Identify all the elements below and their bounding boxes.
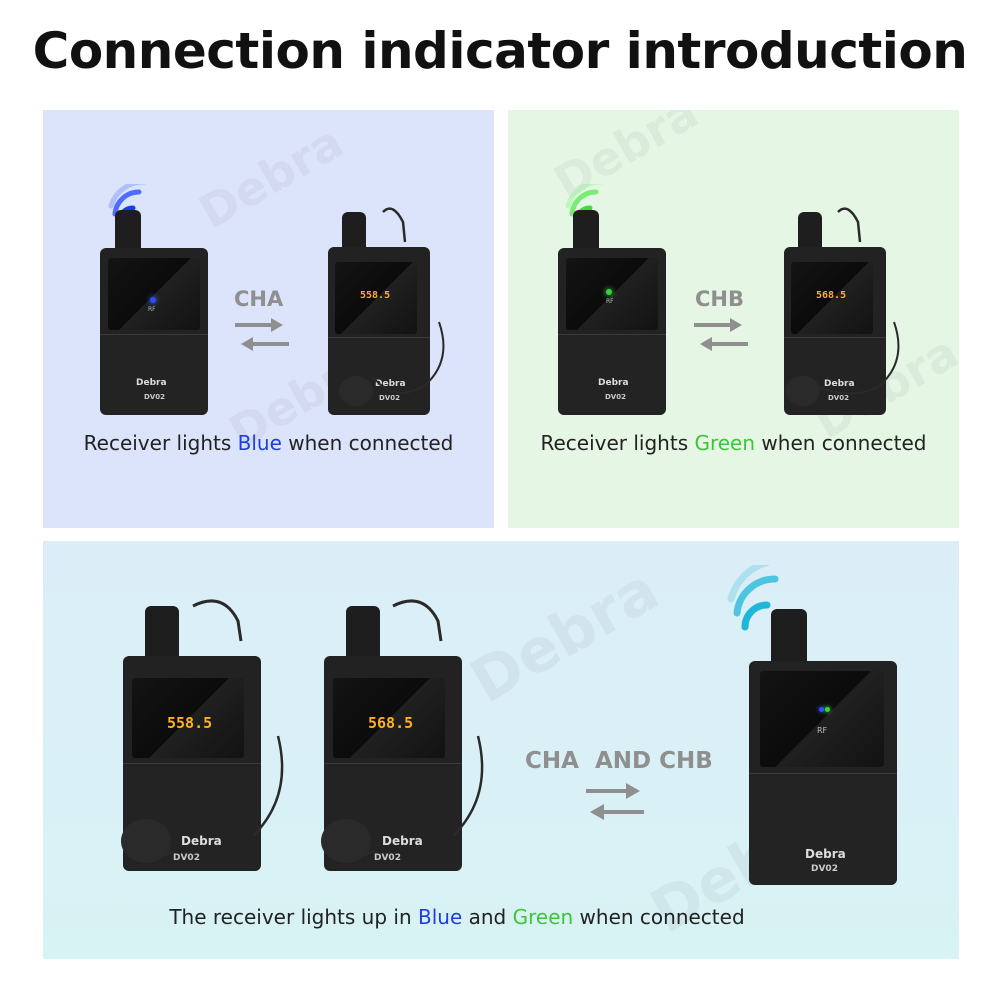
lavalier-cable bbox=[135, 599, 284, 858]
caption-color-word: Green bbox=[694, 431, 756, 455]
device-screen bbox=[566, 258, 658, 330]
rf-label: RF bbox=[817, 726, 828, 735]
receiver-device: RF Debra DV02 bbox=[749, 609, 897, 885]
model-label: DV02 bbox=[828, 394, 849, 402]
lavalier-cable bbox=[807, 207, 900, 395]
brand-logo: Debra bbox=[805, 847, 846, 861]
brand-logo: Debra bbox=[181, 834, 222, 848]
panel-chb: Debra Debra RF Debra DV02 CHB 568.5 Debr… bbox=[508, 110, 959, 528]
brand-logo: Debra bbox=[375, 379, 406, 389]
receiver-device: RF Debra DV02 bbox=[100, 210, 208, 415]
device-screen bbox=[333, 678, 445, 758]
brand-logo: Debra bbox=[824, 379, 855, 389]
device-screen bbox=[791, 262, 873, 334]
bidirectional-arrows-icon bbox=[694, 318, 748, 351]
brand-logo: Debra bbox=[382, 834, 423, 848]
model-label: DV02 bbox=[374, 853, 401, 863]
frequency-display: 558.5 bbox=[167, 714, 213, 732]
frequency-display: 568.5 bbox=[368, 714, 414, 732]
device-screen bbox=[132, 678, 244, 758]
rf-label: RF bbox=[148, 306, 156, 313]
antenna bbox=[573, 210, 599, 250]
model-label: DV02 bbox=[605, 393, 626, 401]
blue-led bbox=[819, 707, 824, 712]
caption-cha: Receiver lights Blue when connected bbox=[43, 431, 494, 455]
receiver-device: RF Debra DV02 bbox=[558, 210, 666, 415]
green-led bbox=[606, 289, 612, 295]
caption-text: when connected bbox=[573, 905, 745, 929]
caption-color-word: Blue bbox=[237, 431, 282, 455]
channel-label: CHB bbox=[695, 287, 744, 311]
blue-led bbox=[150, 297, 156, 303]
signal-icon bbox=[727, 565, 779, 631]
lavalier-cable bbox=[372, 207, 445, 394]
caption-color-word: Blue bbox=[418, 905, 463, 929]
antenna bbox=[115, 210, 141, 250]
channel-label: CHA bbox=[234, 287, 284, 311]
caption-text: Receiver lights bbox=[83, 431, 238, 455]
caption-text: and bbox=[462, 905, 513, 929]
caption-cha-and-chb: The receiver lights up in Blue and Green… bbox=[43, 905, 915, 929]
caption-text: Receiver lights bbox=[540, 431, 695, 455]
caption-text: The receiver lights up in bbox=[169, 905, 418, 929]
device-screen bbox=[108, 258, 200, 330]
device-screen bbox=[335, 262, 417, 334]
lavalier-mic-icon bbox=[121, 819, 171, 863]
antenna bbox=[346, 606, 380, 660]
brand-logo: Debra bbox=[136, 378, 167, 388]
device-lower-panel bbox=[558, 334, 666, 413]
lavalier-mic-icon bbox=[339, 376, 373, 406]
lavalier-cable bbox=[335, 599, 484, 858]
lavalier-mic-icon bbox=[786, 376, 820, 406]
bidirectional-arrows-icon bbox=[586, 783, 644, 820]
lavalier-mic-icon bbox=[321, 819, 371, 863]
model-label: DV02 bbox=[144, 393, 165, 401]
caption-chb: Receiver lights Green when connected bbox=[508, 431, 959, 455]
bidirectional-arrows-icon bbox=[235, 318, 289, 351]
transmitter-device: 558.5 Debra DV02 bbox=[328, 212, 430, 415]
antenna bbox=[342, 212, 366, 250]
brand-logo: Debra bbox=[598, 378, 629, 388]
antenna bbox=[145, 606, 179, 660]
device-screen bbox=[760, 671, 884, 767]
model-label: DV02 bbox=[379, 394, 400, 402]
panel-cha: Debra Debra RF Debra DV02 CHA 558.5 Debr… bbox=[43, 110, 494, 528]
page-title: Connection indicator introduction bbox=[32, 22, 968, 80]
panel-cha-and-chb: Debra Debra 558.5 Debra DV02 568.5 Debra… bbox=[43, 541, 959, 959]
antenna bbox=[798, 212, 822, 250]
transmitter-device: 568.5 Debra DV02 bbox=[324, 606, 462, 871]
caption-text: when connected bbox=[281, 431, 454, 455]
caption-text: when connected bbox=[755, 431, 927, 455]
model-label: DV02 bbox=[811, 864, 838, 874]
frequency-display: 568.5 bbox=[816, 290, 847, 301]
antenna bbox=[771, 609, 807, 669]
device-lower-panel bbox=[749, 773, 897, 884]
model-label: DV02 bbox=[173, 853, 200, 863]
device-lower-panel bbox=[100, 334, 208, 413]
caption-color-word: Green bbox=[512, 905, 574, 929]
green-led bbox=[825, 707, 830, 712]
channel-label: CHA AND CHB bbox=[525, 748, 713, 774]
rf-label: RF bbox=[606, 298, 614, 305]
frequency-display: 558.5 bbox=[360, 290, 391, 301]
